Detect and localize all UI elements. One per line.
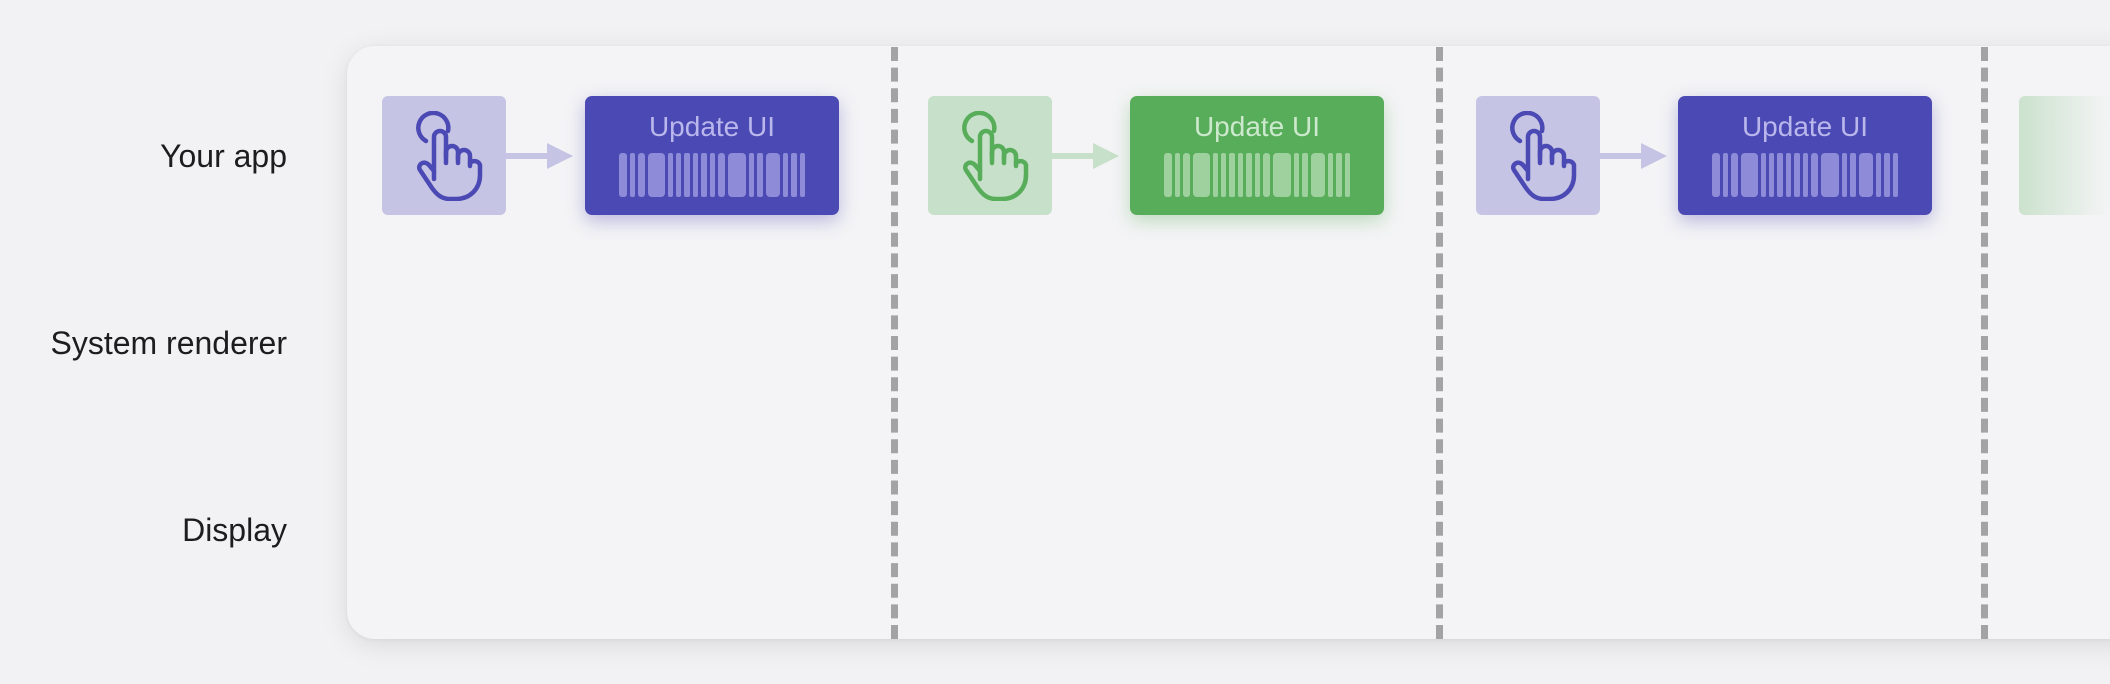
input-event-box [1476,96,1600,215]
row-label-display: Display [182,512,287,548]
update-ui-block: Update UI [585,96,839,215]
arrow-icon [1051,143,1119,169]
row-label-your-app: Your app [160,138,287,174]
input-event-box [928,96,1052,215]
tap-hand-icon [962,110,1029,201]
work-bars-icon [1712,153,1898,197]
update-ui-block: Update UI [1130,96,1384,215]
work-bars-icon [1164,153,1350,197]
tap-hand-icon [416,110,483,201]
update-ui-label: Update UI [1193,111,1321,142]
update-ui-label: Update UI [648,111,776,142]
row-label-system-renderer: System renderer [50,325,287,361]
frame-divider [891,47,898,639]
frame-divider [1981,47,1988,639]
frame-divider [1436,47,1443,639]
input-event-box [382,96,506,215]
update-ui-label: Update UI [1741,111,1869,142]
tap-hand-icon [1510,110,1577,201]
arrow-icon [1599,143,1667,169]
update-ui-block: Update UI [1678,96,1932,215]
arrow-icon [505,143,573,169]
next-input-event-box [2019,96,2110,215]
work-bars-icon [619,153,805,197]
